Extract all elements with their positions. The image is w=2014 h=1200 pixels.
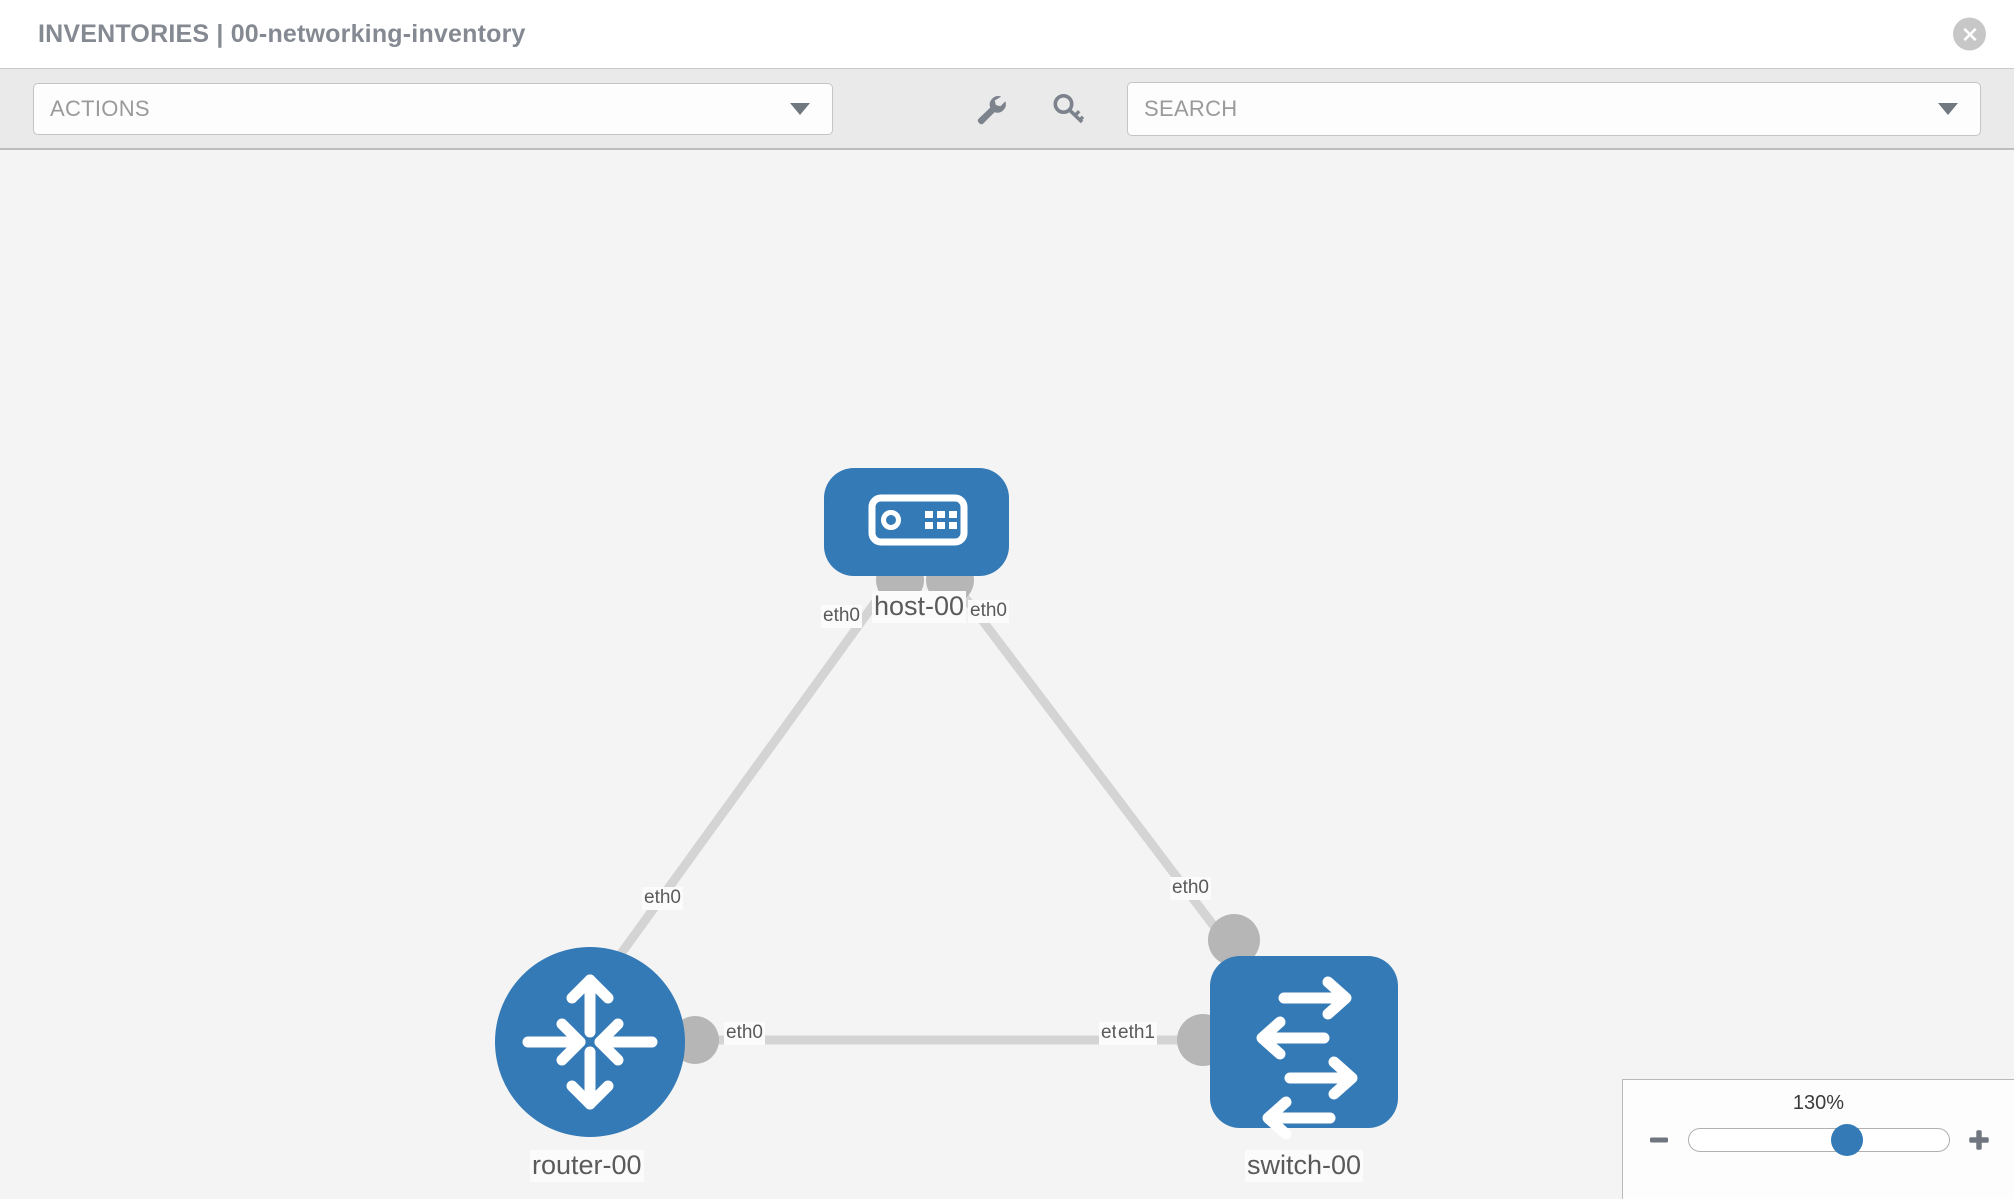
router-arrows-icon [522,974,658,1110]
search-placeholder: SEARCH [1144,95,1238,121]
iface-label-host-eth0-right: eth0 [968,600,1009,623]
key-icon[interactable] [1051,91,1087,127]
iface-label-switch-eth1: eth1 [1116,1022,1157,1045]
close-button[interactable] [1953,17,1986,51]
plus-icon [1968,1130,1989,1150]
toolbar: ACTIONS SEARCH [0,68,2014,150]
zoom-control-panel: 130% [1622,1079,2014,1199]
zoom-level-label: 130% [1792,1092,1845,1114]
actions-dropdown-label: ACTIONS [50,95,150,121]
zoom-slider-row [1623,1124,2014,1156]
node-router-00[interactable] [495,947,685,1137]
page-header: INVENTORIES | 00-networking-inventory [0,0,2014,68]
zoom-out-button[interactable] [1646,1128,1672,1152]
wrench-icon[interactable] [973,91,1009,127]
actions-dropdown[interactable]: ACTIONS [33,82,833,135]
server-icon [868,494,968,546]
iface-label-router-eth0-uplink: eth0 [642,887,683,910]
zoom-in-button[interactable] [1966,1127,1992,1153]
node-label-host-00: host-00 [872,591,967,623]
iface-label-switch-eth0-uplink: eth0 [1170,877,1211,900]
minus-icon [1649,1137,1668,1143]
node-label-switch-00: switch-00 [1245,1150,1364,1182]
topology-canvas[interactable]: host-00 router-00 switch-00 eth0 eth0 et… [0,150,2014,1199]
search-input[interactable]: SEARCH [1127,81,1981,136]
node-host-00[interactable] [824,468,1009,576]
switch-arrows-icon [1256,976,1358,1140]
search-chevron-down-icon[interactable] [1938,102,1958,115]
zoom-slider-thumb[interactable] [1831,1124,1864,1156]
zoom-slider-track[interactable] [1687,1124,1950,1156]
page-title: INVENTORIES | 00-networking-inventory [38,19,526,48]
toolbar-icon-group [973,91,1087,127]
port-switch-eth0[interactable] [1208,914,1260,966]
node-label-router-00: router-00 [530,1150,644,1182]
iface-label-router-eth0: eth0 [724,1022,765,1045]
node-switch-00[interactable] [1210,956,1398,1140]
topology-graph [495,468,1398,1140]
iface-label-host-eth0-left: eth0 [821,605,862,628]
chevron-down-icon [790,102,810,115]
close-icon [1962,27,1977,41]
